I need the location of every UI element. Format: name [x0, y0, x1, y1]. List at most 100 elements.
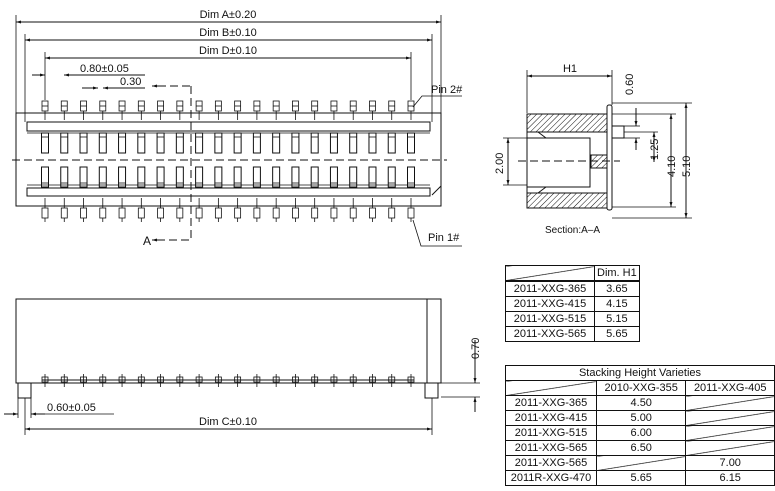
- pin-bottom: [176, 207, 184, 219]
- empty-cell: [685, 395, 775, 411]
- value-cell: 4.50: [595, 395, 687, 411]
- section-view: H1 2.00 5.10 4.10 1.25 0.60 Section:A–A: [494, 63, 693, 236]
- stacking-table-corner: [505, 380, 597, 396]
- pin-bottom: [214, 207, 222, 219]
- pin-bottom: [137, 207, 145, 219]
- pin-width-label: 0.30: [120, 76, 141, 88]
- part-cell: 2011-XXG-365: [505, 395, 597, 411]
- stacking-table: Stacking Height Varieties 2010-XXG-355 2…: [505, 365, 775, 486]
- contact-lower: [407, 166, 415, 188]
- contact-lower: [349, 166, 358, 188]
- part-cell: 2011-XXG-565: [505, 326, 595, 342]
- h1-table-corner: [505, 265, 595, 282]
- pin-bottom: [369, 207, 376, 219]
- h1-cell: 5.15: [594, 311, 640, 327]
- contact-upper: [252, 132, 261, 154]
- side-foot-left: [17, 382, 32, 399]
- contact-lower: [41, 166, 49, 188]
- contact-lower: [79, 166, 88, 188]
- part-cell: 2011-XXG-415: [505, 410, 597, 426]
- contact-upper: [310, 132, 319, 154]
- contact-upper: [291, 132, 300, 154]
- dim-b-label: Dim B±0.10: [199, 27, 256, 39]
- h1-label: H1: [563, 63, 577, 75]
- pin-bottom: [60, 207, 68, 219]
- pin-bottom: [80, 207, 87, 219]
- contact-upper: [214, 132, 223, 154]
- empty-cell: [595, 455, 687, 471]
- contact-upper: [368, 132, 377, 154]
- part-cell: 2011-XXG-415: [505, 296, 595, 312]
- value-cell: 6.50: [595, 440, 687, 456]
- empty-cell: [685, 425, 775, 441]
- h1-cell: 4.15: [594, 296, 640, 312]
- dim-510-label: 5.10: [681, 156, 693, 177]
- part-cell: 2011-XXG-365: [505, 280, 595, 297]
- contact-upper: [79, 132, 88, 154]
- contact-lower: [118, 166, 127, 188]
- col1-header: 2010-XXG-355: [595, 380, 687, 396]
- contact-lower: [252, 166, 261, 188]
- contact-upper: [60, 132, 69, 154]
- dim-410-label: 4.10: [666, 156, 678, 177]
- dim-125-label: 1.25: [649, 139, 661, 160]
- part-cell: 2011-XXG-515: [505, 311, 595, 327]
- empty-cell: [685, 410, 775, 426]
- pin-bottom: [292, 207, 299, 219]
- contact-lower: [137, 166, 146, 188]
- pin-bottom: [234, 207, 242, 219]
- part-cell: 2011-XXG-515: [505, 425, 597, 441]
- contact-lower: [60, 166, 69, 188]
- pin-bottom: [41, 207, 49, 219]
- contact-upper: [233, 132, 242, 154]
- contact-upper: [407, 132, 415, 154]
- col2-header: 2011-XXG-405: [685, 380, 775, 396]
- pin2-label: Pin 2#: [431, 84, 463, 96]
- contact-lower: [156, 166, 165, 188]
- contact-upper: [137, 132, 146, 154]
- table-row: 2011-XXG-565 7.00: [505, 455, 775, 471]
- pin-bottom: [349, 207, 357, 219]
- part-cell: 2011-XXG-565: [505, 440, 597, 456]
- dim-c-label: Dim C±0.10: [199, 416, 257, 428]
- contact-upper: [195, 132, 204, 154]
- value-cell: 5.00: [595, 410, 687, 426]
- value-cell: 7.00: [685, 455, 775, 471]
- pin-bottom: [330, 207, 338, 219]
- contact-upper: [41, 132, 49, 154]
- side-body: [15, 298, 442, 384]
- contact-upper: [98, 132, 107, 154]
- dim-060-label: 0.60: [624, 74, 636, 95]
- pin-bottom: [311, 207, 319, 219]
- dim-a-label: Dim A±0.20: [200, 9, 257, 21]
- contact-lower: [310, 166, 319, 188]
- section-marker-label: A: [143, 234, 151, 248]
- stacking-table-title: Stacking Height Varieties: [505, 365, 775, 381]
- height-dim-label: 0.70: [470, 338, 482, 359]
- contact-lower: [291, 166, 300, 188]
- pin-bottom: [253, 207, 261, 219]
- pin-array: [41, 100, 415, 222]
- contact-lower: [272, 166, 281, 188]
- contact-lower: [387, 166, 396, 188]
- part-cell: 2011-XXG-565: [505, 455, 597, 471]
- contact-upper: [329, 132, 338, 154]
- contact-upper: [156, 132, 165, 154]
- foot-dim-label: 0.60±0.05: [47, 402, 96, 414]
- contact-upper: [175, 132, 184, 154]
- contact-lower: [233, 166, 242, 188]
- contact-lower: [175, 166, 184, 188]
- side-pin-array: [41, 374, 415, 387]
- value-cell: 6.00: [595, 425, 687, 441]
